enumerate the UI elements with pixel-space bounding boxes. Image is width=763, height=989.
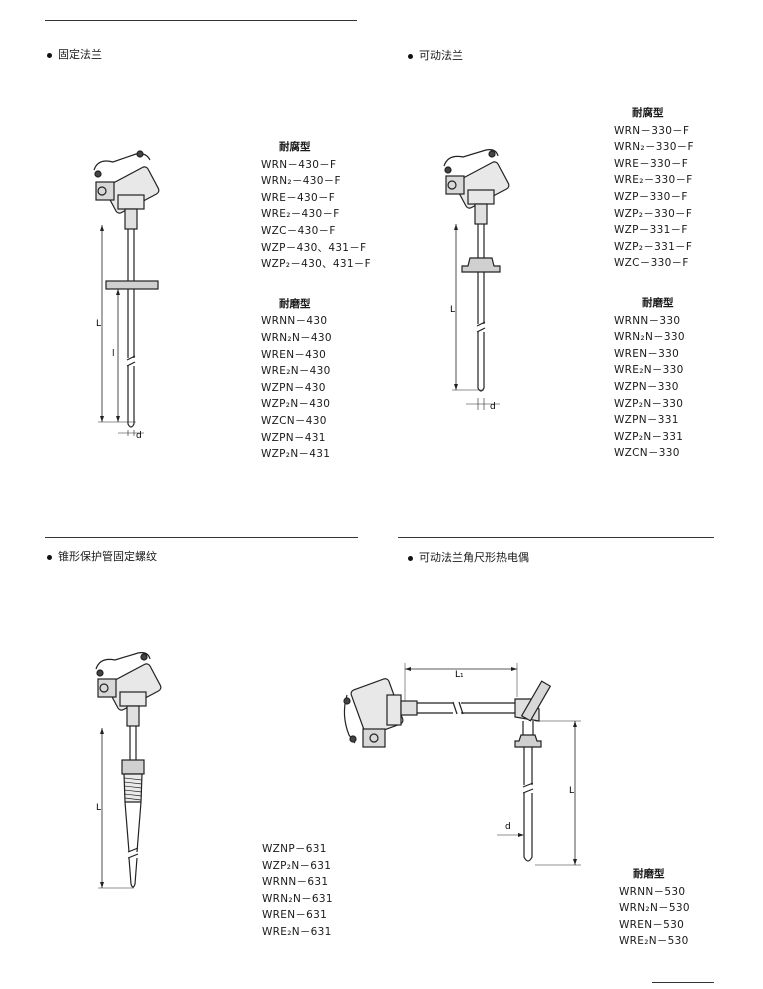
model-item: WZP₂N－631 bbox=[262, 859, 332, 872]
dimension-label-L: L bbox=[96, 803, 101, 813]
bullet-icon bbox=[408, 53, 413, 59]
section-heading-fixed-flange: 固定法兰 bbox=[47, 46, 102, 62]
model-list-movable-flange: 耐腐型 WRN－330－F WRN₂－330－F WRE－330－F WRE₂－… bbox=[614, 105, 694, 462]
model-item: WRE₂N－631 bbox=[262, 925, 332, 938]
model-item: WRN₂N－330 bbox=[614, 331, 685, 344]
dimension-label-d: d bbox=[136, 431, 142, 440]
model-item: WRN₂N－530 bbox=[619, 902, 690, 915]
movable-flange-thermocouple-drawing: L d bbox=[443, 149, 510, 412]
model-item: WRN₂N－631 bbox=[262, 892, 333, 905]
model-item: WZC－430－F bbox=[261, 224, 336, 237]
model-item: WRN₂－330－F bbox=[614, 141, 694, 154]
model-item: WRNN－530 bbox=[619, 885, 686, 898]
model-item: WRN₂－430－F bbox=[261, 175, 341, 188]
model-item: WZP₂N－330 bbox=[614, 397, 684, 410]
group-title-corrosion-resistant: 耐腐型 bbox=[279, 141, 311, 153]
model-item: WZP₂－330－F bbox=[614, 207, 693, 220]
model-list-angle-thermocouple: 耐磨型 WRNN－530 WRN₂N－530 WREN－530 WRE₂N－53… bbox=[619, 866, 690, 950]
group-title-wear-resistant: 耐磨型 bbox=[279, 297, 311, 310]
model-list-tapered-tube: WZNP－631 WZP₂N－631 WRNN－631 WRN₂N－631 WR… bbox=[262, 841, 333, 941]
mid-rule-right bbox=[398, 537, 714, 538]
model-item: WREN－631 bbox=[262, 909, 328, 922]
model-item: WRE₂N－530 bbox=[619, 935, 689, 948]
model-item: WZCN－430 bbox=[261, 414, 327, 427]
model-item: WRNN－430 bbox=[261, 315, 328, 328]
model-item: WRN－430－F bbox=[261, 158, 337, 171]
bullet-icon bbox=[47, 52, 52, 58]
model-item: WRN－330－F bbox=[614, 124, 690, 137]
dimension-label-L: L bbox=[96, 319, 101, 329]
dimension-label-d: d bbox=[505, 822, 511, 832]
dimension-label-L: L bbox=[569, 786, 574, 796]
model-item: WRNN－330 bbox=[614, 314, 681, 327]
model-item: WZNP－631 bbox=[262, 843, 327, 855]
dimension-label-L: L bbox=[450, 305, 455, 315]
model-item: WZCN－330 bbox=[614, 447, 680, 460]
fixed-flange-thermocouple-drawing: L l d bbox=[93, 150, 160, 440]
dimension-label-L1: L₁ bbox=[455, 670, 464, 680]
bullet-icon bbox=[408, 555, 413, 561]
dimension-label-l: l bbox=[112, 349, 115, 359]
model-item: WRE₂－330－F bbox=[614, 174, 693, 187]
model-item: WRE－330－F bbox=[614, 157, 689, 170]
model-item: WZP₂N－431 bbox=[261, 448, 331, 461]
model-list-fixed-flange: 耐腐型 WRN－430－F WRN₂－430－F WRE－430－F WRE₂－… bbox=[261, 139, 371, 463]
model-item: WRE₂N－330 bbox=[614, 364, 684, 377]
model-item: WRE₂N－430 bbox=[261, 365, 331, 378]
model-item: WZPN－330 bbox=[614, 380, 679, 393]
top-rule bbox=[45, 20, 357, 21]
model-item: WREN－330 bbox=[614, 347, 680, 360]
model-item: WRE₂－430－F bbox=[261, 208, 340, 221]
model-item: WZP₂N－430 bbox=[261, 398, 331, 411]
mid-rule-left bbox=[45, 537, 358, 538]
tapered-tube-thermocouple-drawing: L bbox=[95, 652, 162, 889]
model-item: WZP₂－430、431－F bbox=[261, 258, 371, 271]
model-item: WZP₂N－331 bbox=[614, 430, 684, 443]
model-item: WZP－430、431－F bbox=[261, 241, 367, 254]
model-item: WRNN－631 bbox=[262, 876, 329, 889]
bottom-rule bbox=[652, 982, 714, 983]
model-item: WZPN－331 bbox=[614, 414, 679, 427]
model-item: WZP₂－331－F bbox=[614, 240, 693, 253]
model-item: WZPN－430 bbox=[261, 381, 326, 394]
bullet-icon bbox=[47, 554, 52, 560]
model-item: WZC－330－F bbox=[614, 257, 689, 270]
section-heading-angle-thermocouple: 可动法兰角尺形热电偶 bbox=[408, 549, 529, 565]
dimension-label-d: d bbox=[490, 402, 496, 412]
model-item: WRN₂N－430 bbox=[261, 331, 332, 344]
model-item: WZP－331－F bbox=[614, 224, 688, 237]
angle-movable-flange-thermocouple-drawing: L₁ L d bbox=[343, 663, 581, 866]
model-item: WREN－530 bbox=[619, 918, 685, 931]
model-item: WZP－330－F bbox=[614, 190, 688, 203]
model-item: WREN－430 bbox=[261, 348, 327, 361]
section-heading-movable-flange: 可动法兰 bbox=[408, 47, 463, 63]
model-item: WZPN－431 bbox=[261, 431, 326, 444]
section-heading-tapered-tube-thread: 锥形保护管固定螺纹 bbox=[47, 548, 157, 564]
group-title-wear-resistant: 耐磨型 bbox=[633, 868, 665, 880]
group-title-wear-resistant: 耐磨型 bbox=[642, 296, 674, 309]
model-item: WRE－430－F bbox=[261, 191, 336, 204]
group-title-corrosion-resistant: 耐腐型 bbox=[632, 107, 664, 119]
